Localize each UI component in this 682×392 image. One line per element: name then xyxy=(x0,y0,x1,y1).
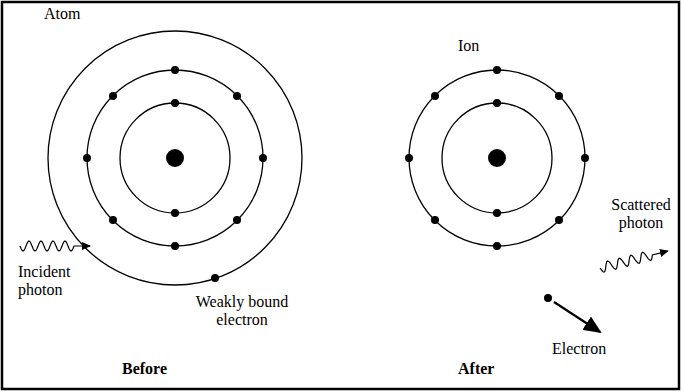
scattered-photon-wave xyxy=(600,251,668,272)
incident-photon-label: Incident photon xyxy=(18,263,88,299)
atom-particles xyxy=(83,66,267,282)
scattered-photon-label: Scattered photon xyxy=(606,196,676,232)
electron-label: Weakly bound electron xyxy=(182,293,302,329)
before-label: Before xyxy=(122,360,167,378)
atom-label: Atom xyxy=(44,5,80,23)
incident-photon-wave xyxy=(20,241,90,251)
electron-arrow xyxy=(554,302,600,332)
atom-shells xyxy=(48,31,302,285)
after-label: After xyxy=(458,360,494,378)
electron-label: Electron xyxy=(552,340,606,358)
ion-shells xyxy=(409,70,585,246)
ion-particles xyxy=(405,66,589,250)
ejected-electron xyxy=(544,294,552,302)
ion-label: Ion xyxy=(458,37,479,55)
